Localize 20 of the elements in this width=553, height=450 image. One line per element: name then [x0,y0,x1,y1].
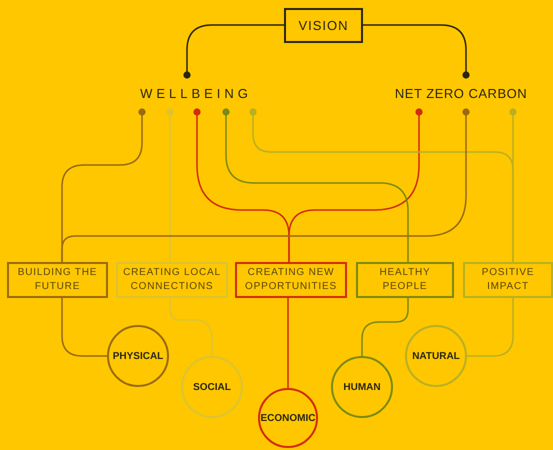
connector-line [361,298,409,356]
connector-line [363,24,470,79]
theme-box: BUILDING THE FUTURE [7,262,108,298]
connector-line [287,298,289,388]
connector-line [288,108,423,262]
connector-line [169,298,213,356]
connector-line [509,108,517,262]
theme-box: CREATING LOCAL CONNECTIONS [116,262,228,298]
connector-line [222,108,409,262]
connector-line [61,298,107,357]
theme-box: POSITIVE IMPACT [463,262,553,298]
pillar-heading: WELLBEING [140,84,252,103]
connector-line [61,108,470,262]
connector-line [183,24,284,79]
vision-box: VISION [284,8,363,43]
connector-line [467,298,514,357]
theme-box: CREATING NEW OPPORTUNITIES [235,262,347,298]
theme-box: HEALTHY PEOPLE [356,262,454,298]
connector-line [166,108,174,262]
pillar-heading: NET ZERO CARBON [394,84,528,103]
